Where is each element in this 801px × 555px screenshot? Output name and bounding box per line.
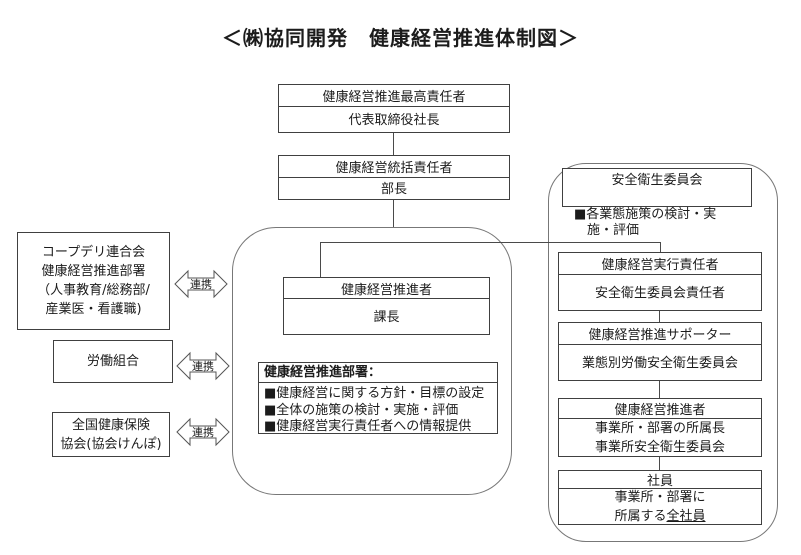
role-label: 健康経営推進最高責任者 [279, 85, 509, 107]
box-health-exec-leader: 健康経営実行責任者 安全衛生委員会責任者 [558, 252, 762, 311]
box-partner-labor-union: 労働組合 [53, 340, 173, 383]
connector-top2 [393, 200, 394, 227]
link-arrow-label: 連携 [192, 425, 214, 439]
link-arrow-icon: 連携 [176, 351, 230, 381]
right-group-container [548, 163, 778, 542]
dept-bullet: ■全体の施策の検討・実施・評価 [264, 402, 459, 418]
role-label: 健康経営統括責任者 [279, 156, 509, 178]
holder-line-part: 所属する [614, 509, 667, 524]
link-arrow-label: 連携 [190, 277, 212, 291]
connector-right-2 [659, 381, 660, 398]
link-arrow-icon: 連携 [174, 269, 228, 299]
page-title: ＜㈱協同開発 健康経営推進体制図＞ [222, 26, 579, 50]
partner-line: 健康経営推進部署 [41, 264, 146, 279]
committee-note-line: 施・評価 [587, 223, 640, 238]
box-health-supporter: 健康経営推進サポーター 業態別労働安全衛生委員会 [558, 322, 762, 381]
dept-bullet: ■健康経営実行責任者への情報提供 [264, 419, 472, 434]
partner-line: 全国健康保険 [71, 417, 150, 433]
box-employees: 社員 事業所・部署に 所属する全社員 [558, 470, 762, 525]
role-label: 社員 [559, 471, 761, 489]
holder-line: 事業所安全衛生委員会 [594, 440, 725, 455]
holder-label: 業態別労働安全衛生委員会 [581, 355, 738, 371]
holder-line-underlined: 全社員 [666, 509, 706, 524]
role-label: 健康経営推進者 [284, 278, 489, 299]
link-arrow-label: 連携 [192, 359, 214, 373]
box-partner-kenpo: 全国健康保険 協会(協会けんぽ) [52, 412, 170, 457]
connector-center-down [320, 242, 321, 277]
role-label: 健康経営実行責任者 [559, 253, 761, 275]
box-health-dept-duties: 健康経営推進部署： ■健康経営に関する方針・目標の設定 ■全体の施策の検討・実施… [258, 362, 498, 434]
connector-right-1 [659, 311, 660, 322]
center-group-container [232, 227, 512, 495]
role-label: 健康経営推進者 [559, 399, 761, 419]
partner-line: 労働組合 [86, 354, 139, 369]
partner-line: 産業医・看護職) [45, 302, 142, 317]
role-label: 健康経営推進サポーター [559, 323, 761, 345]
holder-line: 事業所・部署に [614, 490, 706, 505]
box-safety-health-committee: 安全衛生委員会 [562, 168, 752, 207]
committee-label: 安全衛生委員会 [611, 173, 703, 188]
dept-bullet: ■健康経営に関する方針・目標の設定 [264, 386, 485, 401]
partner-line: （人事教育/総務部/ [37, 283, 150, 298]
connector-right-3 [659, 457, 660, 470]
box-chief-executive-officer-for-health: 健康経営推進最高責任者 代表取締役社長 [278, 84, 510, 133]
box-health-promoter-right: 健康経営推進者 事業所・部署の所属長 事業所安全衛生委員会 [558, 398, 762, 457]
holder-label: 代表取締役社長 [348, 112, 440, 128]
holder-label: 課長 [373, 309, 400, 325]
holder-line: 所属する全社員 [614, 507, 705, 526]
committee-note-line: ■各業態施策の検討・実 [574, 207, 717, 222]
box-health-promoter-center: 健康経営推進者 課長 [283, 277, 490, 335]
partner-line: コープデリ連合会 [41, 245, 146, 260]
dept-heading: 健康経営推進部署： [259, 363, 497, 383]
connector-top1 [393, 133, 394, 155]
committee-note: ■各業態施策の検討・実 施・評価 [574, 207, 754, 239]
connector-right-drop [660, 242, 661, 252]
holder-line: 事業所・部署の所属長 [594, 421, 725, 436]
holder-label: 安全衛生委員会責任者 [594, 285, 725, 301]
holder-label: 部長 [380, 181, 407, 197]
box-general-manager-for-health: 健康経営統括責任者 部長 [278, 155, 510, 200]
partner-line: 協会(協会けんぽ) [60, 436, 162, 452]
link-arrow-icon: 連携 [176, 417, 230, 447]
connector-center-right [320, 242, 661, 243]
box-partner-coopdeli: コープデリ連合会 健康経営推進部署 （人事教育/総務部/ 産業医・看護職) [17, 232, 170, 330]
